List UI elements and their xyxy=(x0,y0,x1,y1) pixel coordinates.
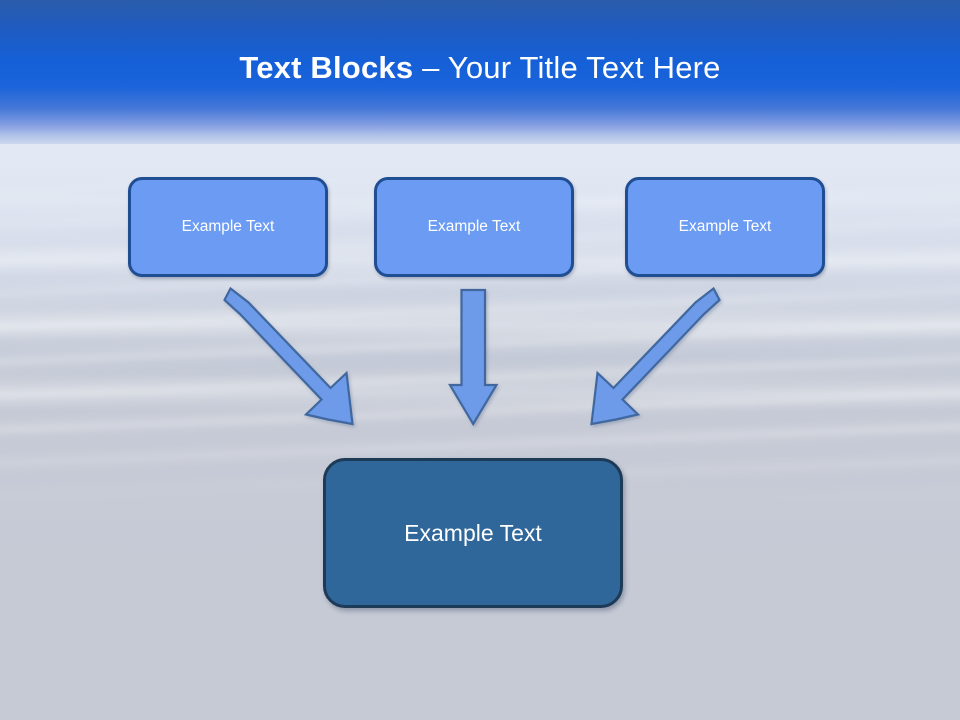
text-block-2-label: Example Text xyxy=(427,218,521,235)
page-title-bold: Text Blocks xyxy=(239,50,414,85)
text-block-1[interactable]: Example Text xyxy=(128,177,328,277)
page-title-rest: Your Title Text Here xyxy=(447,50,721,85)
title-banner: Text Blocks – Your Title Text Here xyxy=(0,0,960,144)
result-block-label: Example Text xyxy=(404,519,542,546)
result-block[interactable]: Example Text xyxy=(323,458,623,608)
page-title: Text Blocks – Your Title Text Here xyxy=(0,50,960,86)
text-block-2[interactable]: Example Text xyxy=(374,177,574,277)
text-block-1-label: Example Text xyxy=(181,218,275,235)
text-block-3[interactable]: Example Text xyxy=(625,177,825,277)
text-block-3-label: Example Text xyxy=(678,218,772,235)
page-title-separator: – xyxy=(413,50,448,85)
